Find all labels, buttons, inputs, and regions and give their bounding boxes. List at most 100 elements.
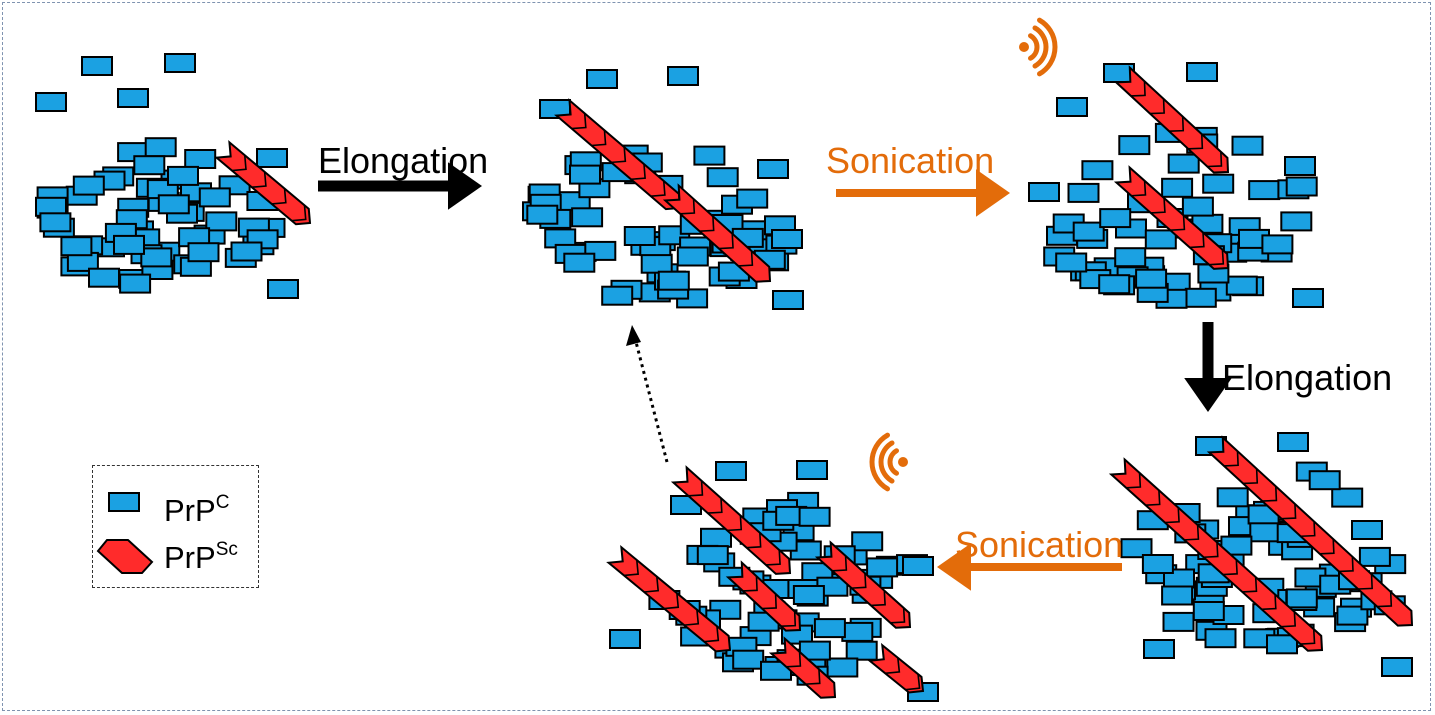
prpsc-subunit-edge xyxy=(905,674,921,691)
prpc-monomer xyxy=(1261,234,1294,255)
prpc-monomer xyxy=(88,267,120,288)
prpsc-subunit-edge xyxy=(571,113,587,130)
prpc-monomer xyxy=(1114,247,1147,268)
sound-wave-arc xyxy=(1028,33,1040,61)
prpc-scattered xyxy=(539,66,804,310)
prpsc-subunit-edge xyxy=(1338,556,1354,573)
prpsc-subunit-edge xyxy=(885,657,901,675)
prpsc-fibril xyxy=(662,183,772,283)
prpsc-subunit-edge xyxy=(1261,594,1277,611)
prpsc-subunit-edge xyxy=(870,590,886,607)
prpsc-subunit-edge xyxy=(1222,559,1238,576)
prpsc-subunit-edge xyxy=(231,155,247,172)
prpsc-subunit-edge xyxy=(684,609,700,626)
prpc-monomer xyxy=(1308,470,1341,491)
prpsc-fibril-body xyxy=(606,544,732,653)
prpc-monomer xyxy=(1204,628,1237,649)
prpsc-subunit-edge xyxy=(630,164,646,181)
prpc-monomer xyxy=(601,285,634,306)
arrow-head xyxy=(937,543,971,591)
prpsc-subunit-edge xyxy=(704,626,720,643)
prpsc-subunit-edge xyxy=(251,171,267,189)
recycle-dotted-arrow xyxy=(626,325,669,463)
prpsc-subunit-edge xyxy=(1280,611,1297,628)
prpc-monomer xyxy=(526,204,559,225)
prpsc-fibril-body xyxy=(1113,65,1230,174)
prpc-monomer xyxy=(1120,538,1153,559)
prpsc-subunit-edge xyxy=(688,480,704,497)
sound-wave-arc xyxy=(1032,25,1049,69)
sonication-label-1: Sonication xyxy=(826,140,995,181)
prpc-monomer xyxy=(902,556,934,576)
prpc-monomer xyxy=(1284,156,1316,176)
prpsc-subunit-edge xyxy=(890,607,906,624)
legend-prpc-label: PrPC xyxy=(164,492,230,528)
prpc-monomer xyxy=(256,148,288,168)
prpc-monomer xyxy=(119,273,152,294)
prpc-monomer xyxy=(184,149,217,169)
prpsc-fibril xyxy=(867,642,925,694)
prpsc-subunit-edge xyxy=(291,205,307,222)
prpsc-fibril xyxy=(1108,457,1324,652)
prpc-monomer xyxy=(700,527,732,548)
prpc-cluster xyxy=(35,137,286,294)
legend-icons xyxy=(96,492,154,574)
process-arrows xyxy=(318,162,1232,591)
arrow-head xyxy=(1184,378,1232,412)
prpsc-subunit-edge xyxy=(1377,591,1393,608)
prpsc-fibril xyxy=(725,560,802,632)
prpsc-subunit-edge xyxy=(271,188,287,205)
prpc-monomer xyxy=(1144,229,1177,250)
prpc-monomer xyxy=(157,194,190,215)
prpc-monomer xyxy=(1028,182,1060,202)
prpsc-subunit-edge xyxy=(1209,249,1225,266)
prpc-monomer xyxy=(667,66,699,86)
prpc-monomer xyxy=(1184,287,1217,308)
prpsc-subunit-edge xyxy=(765,549,781,566)
legend-prpsc-icon xyxy=(96,539,154,574)
prpc-monomer xyxy=(563,252,596,273)
prpc-monomer xyxy=(117,88,149,108)
prpsc-subunit-edge xyxy=(832,555,848,572)
sound-wave-arc xyxy=(869,432,890,492)
prpsc-subunit-edge xyxy=(1150,197,1166,214)
prpsc-subunit-edge xyxy=(611,147,627,164)
prpsc-subunit-edge xyxy=(1126,472,1142,489)
prpsc-subunit-edge xyxy=(727,515,743,532)
prpsc-subunit-edge xyxy=(761,593,777,610)
prpsc-fibril-body xyxy=(1206,435,1414,627)
prpsc-subunit-edge xyxy=(699,216,715,232)
prpc-monomer xyxy=(586,69,618,89)
prpc-monomer xyxy=(657,270,690,291)
prpc-scattered xyxy=(35,53,299,299)
prpsc-subunit-edge xyxy=(1207,151,1223,168)
prpsc-subunit-edge xyxy=(1243,468,1259,485)
sound-wave-icon xyxy=(1019,17,1058,77)
prpsc-subunit-edge xyxy=(707,498,723,514)
prpc-monomer xyxy=(792,585,825,605)
prpc-monomer xyxy=(1135,268,1168,289)
prpc-monomer xyxy=(1098,274,1131,295)
prpc-monomer xyxy=(167,165,199,186)
prpsc-subunit-edge xyxy=(1357,574,1373,590)
prpsc-subunit-edge xyxy=(1149,98,1165,115)
elongation-arrow-2 xyxy=(1184,322,1232,412)
prpc-monomer xyxy=(1285,176,1318,197)
prpsc-fibril-body xyxy=(1108,457,1324,652)
prpc-monomer xyxy=(1336,605,1369,626)
prpc-monomer xyxy=(851,531,884,552)
sonication-icons xyxy=(869,17,1058,492)
prpsc-subunit-edge xyxy=(1130,81,1146,97)
prpsc-fibril xyxy=(606,544,732,653)
prpsc-subunit-edge xyxy=(1223,451,1239,467)
arrow-shaft xyxy=(634,341,669,463)
prpc-monomer xyxy=(1072,221,1105,242)
prpsc-fibril-body xyxy=(814,540,912,629)
arrow-head xyxy=(976,169,1010,217)
prpsc-subunit-edge xyxy=(1281,503,1297,520)
prpsc-subunit-edge xyxy=(781,611,797,627)
prpsc-fibril-body xyxy=(214,140,312,226)
sound-wave-icon xyxy=(869,432,908,492)
